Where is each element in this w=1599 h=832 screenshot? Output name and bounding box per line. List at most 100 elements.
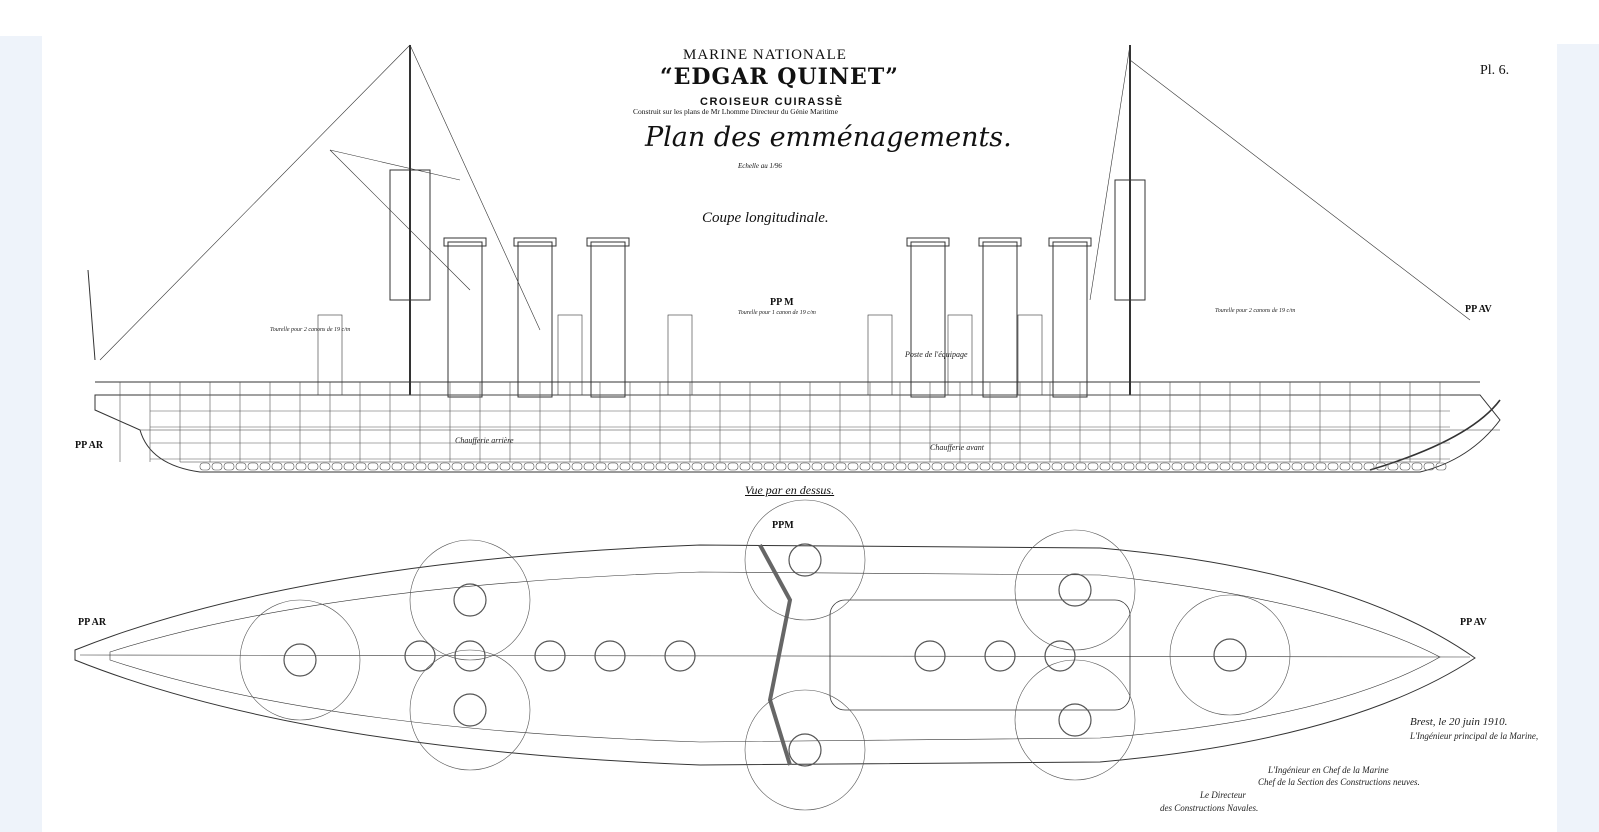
frame-cell bbox=[739, 462, 751, 471]
funnel-top-view bbox=[914, 640, 946, 672]
frame-cell bbox=[319, 462, 331, 471]
frame-cell bbox=[751, 462, 763, 471]
plan-title: Plan des emménagements. bbox=[645, 122, 1012, 153]
frame-cell bbox=[895, 462, 907, 471]
frame-cell bbox=[1039, 462, 1051, 471]
frame-cell bbox=[523, 462, 535, 471]
ventilator bbox=[667, 314, 693, 396]
frame-cell bbox=[955, 462, 967, 471]
funnel-top-view bbox=[984, 640, 1016, 672]
frame-cell bbox=[379, 462, 391, 471]
viewer-left-margin bbox=[0, 36, 42, 832]
frame-cell bbox=[583, 462, 595, 471]
frame-cell bbox=[667, 462, 679, 471]
frame-cell bbox=[1195, 462, 1207, 471]
frame-cell bbox=[1255, 462, 1267, 471]
funnel-top-view bbox=[534, 640, 566, 672]
frame-cell bbox=[931, 462, 943, 471]
frame-cell bbox=[343, 462, 355, 471]
frame-cell bbox=[355, 462, 367, 471]
funnel-cap bbox=[978, 237, 1022, 247]
frame-cell bbox=[799, 462, 811, 471]
frame-cell bbox=[331, 462, 343, 471]
frame-cell bbox=[1435, 462, 1447, 471]
frame-cell bbox=[451, 462, 463, 471]
frame-cell bbox=[655, 462, 667, 471]
label-pp-ar-side: PP AR bbox=[75, 440, 104, 451]
frame-cell bbox=[283, 462, 295, 471]
frame-cell bbox=[1243, 462, 1255, 471]
frame-cell bbox=[1003, 462, 1015, 471]
funnel bbox=[590, 241, 626, 398]
annotation-poste-equipage: Poste de l'équipage bbox=[905, 350, 968, 359]
section-title: Coupe longitudinale. bbox=[702, 210, 829, 226]
frame-cell bbox=[247, 462, 259, 471]
annotation-chaufferie-avant: Chaufferie avant bbox=[930, 443, 984, 452]
annotation-chaufferie-arriere: Chaufferie arrière bbox=[455, 436, 514, 445]
scale-text: Echelle au 1/96 bbox=[738, 162, 782, 170]
frame-cell bbox=[883, 462, 895, 471]
frame-cell bbox=[943, 462, 955, 471]
turret-arc bbox=[239, 599, 361, 721]
frame-cell bbox=[427, 462, 439, 471]
frame-cell bbox=[1171, 462, 1183, 471]
ship-type: CROISEUR CUIRASSÈ bbox=[700, 96, 844, 108]
signature-place-date: Brest, le 20 juin 1910. bbox=[1410, 716, 1508, 728]
frame-cell bbox=[559, 462, 571, 471]
turret-arc bbox=[744, 689, 866, 811]
ship-name: “EDGAR QUINET” bbox=[660, 64, 899, 90]
frame-cell bbox=[1015, 462, 1027, 471]
frame-cell bbox=[1135, 462, 1147, 471]
frame-cell bbox=[1267, 462, 1279, 471]
annotation-tourelle-m: Tourelle pour 1 canon de 19 c/m bbox=[738, 310, 816, 316]
signature-directeur-2: des Constructions Navales. bbox=[1160, 803, 1259, 813]
frame-cell bbox=[1231, 462, 1243, 471]
turret-arc bbox=[1014, 529, 1136, 651]
funnel-cap bbox=[513, 237, 557, 247]
frame-cell bbox=[271, 462, 283, 471]
turret bbox=[788, 733, 822, 767]
frame-cell bbox=[1339, 462, 1351, 471]
funnel-top-view bbox=[454, 640, 486, 672]
funnel bbox=[910, 241, 946, 398]
ventilator bbox=[1017, 314, 1043, 396]
side-hull bbox=[94, 394, 1501, 473]
funnel bbox=[982, 241, 1018, 398]
frame-cell bbox=[1159, 462, 1171, 471]
frame-cell bbox=[235, 462, 247, 471]
frame-cell bbox=[703, 462, 715, 471]
frame-cell bbox=[1399, 462, 1411, 471]
frame-cell bbox=[1291, 462, 1303, 471]
frame-cell bbox=[223, 462, 235, 471]
funnel bbox=[517, 241, 553, 398]
ventilator bbox=[867, 314, 893, 396]
ship-blueprint-drawing bbox=[74, 44, 1501, 811]
frame-cell bbox=[643, 462, 655, 471]
label-ppm-side: PP M bbox=[770, 297, 794, 308]
frame-cell bbox=[919, 462, 931, 471]
frame-cell bbox=[535, 462, 547, 471]
frame-cell bbox=[715, 462, 727, 471]
frame-cell bbox=[727, 462, 739, 471]
frame-cell bbox=[1315, 462, 1327, 471]
frame-cell bbox=[679, 462, 691, 471]
frame-cell bbox=[295, 462, 307, 471]
frame-cell bbox=[595, 462, 607, 471]
frame-cell bbox=[499, 462, 511, 471]
frame-cell bbox=[511, 462, 523, 471]
frame-cell bbox=[1099, 462, 1111, 471]
frame-cell bbox=[1063, 462, 1075, 471]
funnel-cap bbox=[906, 237, 950, 247]
frame-cell bbox=[1147, 462, 1159, 471]
frame-cell bbox=[835, 462, 847, 471]
frame-cell bbox=[763, 462, 775, 471]
frame-cell bbox=[403, 462, 415, 471]
label-ppm-top: PPM bbox=[772, 520, 794, 531]
frame-cell bbox=[463, 462, 475, 471]
frame-cell bbox=[1387, 462, 1399, 471]
frame-cell bbox=[967, 462, 979, 471]
frame-cell bbox=[787, 462, 799, 471]
frame-cell bbox=[1279, 462, 1291, 471]
turret bbox=[1058, 703, 1092, 737]
frame-cell bbox=[367, 462, 379, 471]
